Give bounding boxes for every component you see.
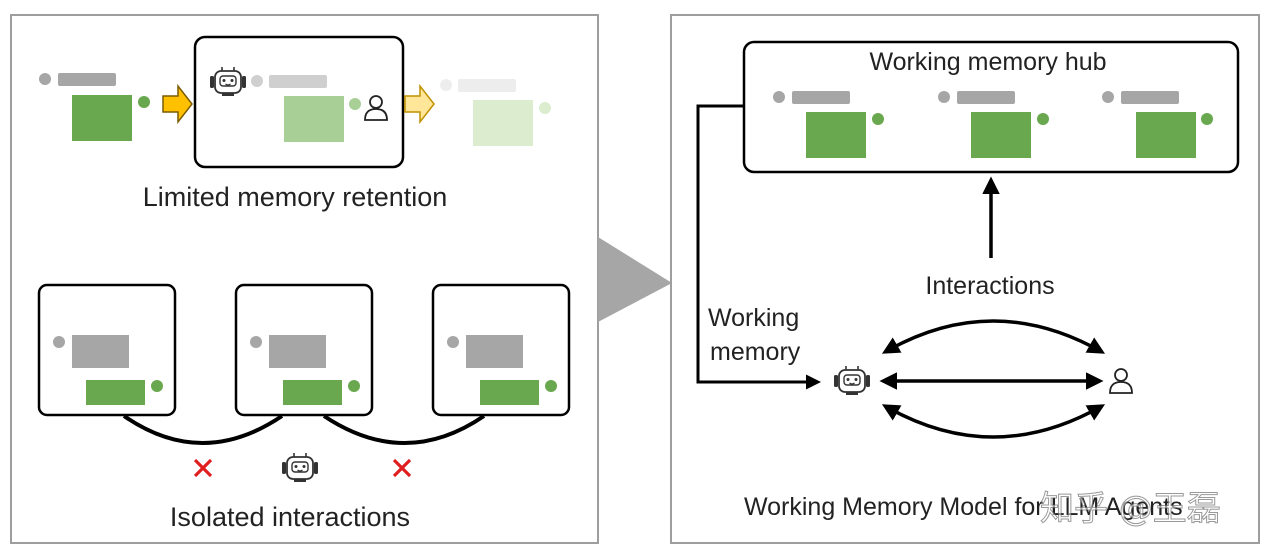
chevron-arrow-icon-faded (404, 83, 435, 125)
memory-item-3-very-faded (440, 79, 551, 146)
interaction-arrow-bottom (881, 404, 1106, 439)
interaction-arrow-top (881, 319, 1106, 354)
isolated-box-3 (431, 283, 571, 417)
working-memory-label-line1: Working (708, 304, 799, 332)
working-memory-feed-arrow (696, 104, 821, 390)
connection-arc-2 (322, 414, 486, 445)
bottom-caption: Isolated interactions (170, 502, 410, 532)
memory-item-2-faded (251, 75, 361, 142)
memory-item-1 (39, 73, 150, 141)
watermark: 知乎 @王磊 (1040, 489, 1221, 529)
hub-memory-item-2 (938, 91, 1049, 158)
isolated-box-1 (37, 283, 177, 417)
hub-title: Working memory hub (869, 48, 1106, 76)
connection-arc-1 (122, 414, 284, 445)
hub-memory-item-3 (1102, 91, 1213, 158)
hub-memory-item-1 (773, 91, 884, 158)
chevron-arrow-icon (162, 83, 193, 125)
triangle-arrow-icon (598, 237, 672, 322)
footer-caption: Working Memory Model for LLM Agents (744, 493, 1183, 521)
top-caption: Limited memory retention (143, 182, 448, 212)
working-memory-label-line2: memory (710, 338, 801, 366)
interactions-label: Interactions (925, 272, 1054, 300)
isolated-box-2 (234, 283, 374, 417)
